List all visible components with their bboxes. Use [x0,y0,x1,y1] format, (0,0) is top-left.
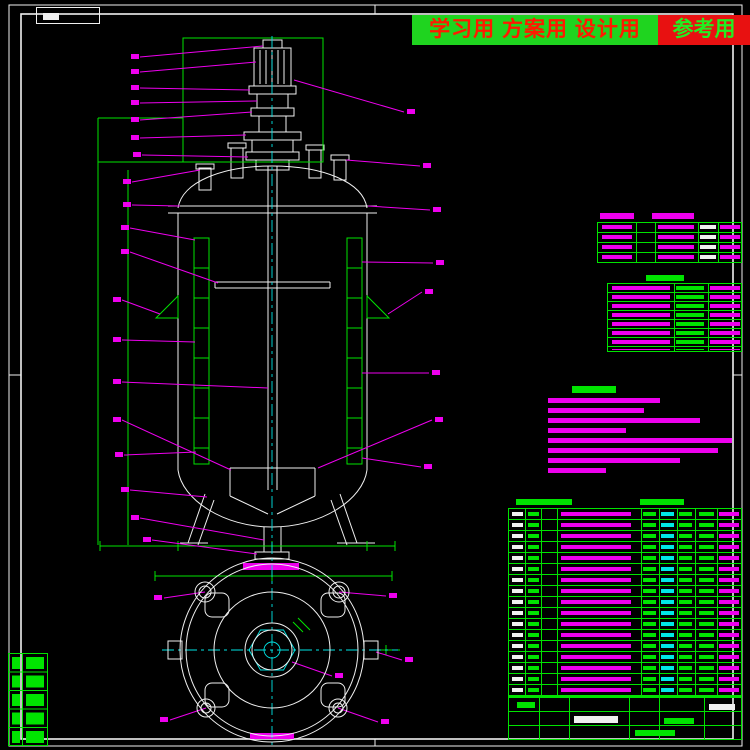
leaders-top-view [163,591,403,723]
bom-table [508,508,742,697]
spec-table [597,222,742,263]
callout-numbers [113,54,444,739]
centerlines [162,36,398,748]
support-legs [180,493,375,546]
leaders-right [293,79,434,469]
spec-table-title2 [652,213,694,219]
drawing-number-text [709,704,735,710]
nozzle-table-title [646,275,684,281]
drawing-title-text [574,716,618,723]
corner-title-text [43,13,59,20]
bom-header-text2 [640,499,684,505]
corner-title-box [36,7,100,24]
vessel-front-view [168,39,377,560]
vessel-top-view [167,557,379,743]
notes-heading [572,386,616,393]
spec-table-title [600,213,634,219]
banner-reference-text: 参考用 [658,15,750,45]
agitator-shaft [214,166,331,515]
revision-strip [8,653,48,746]
nozzle-table [607,283,742,352]
leaders-left [121,45,269,555]
dimension-lines-left [97,117,183,545]
agitator-drive-motor [243,39,302,171]
half-coil-jacket [193,237,363,465]
bom-header-text [516,499,572,505]
top-view-fitting-line [292,617,400,655]
detail-boundary [182,37,324,163]
callout-leaders [121,45,434,723]
watermark-banner: 学习用 方案用 设计用 参考用 [412,15,750,45]
vessel-shell [177,213,368,470]
hub-hexagon [248,629,296,671]
title-block [508,697,742,740]
vessel-bottom-head [177,469,368,528]
support-brackets [154,294,391,319]
banner-usage-text: 学习用 方案用 设计用 [412,15,658,45]
dimension-text-bottom [243,563,299,570]
plan-nozzles [167,581,379,718]
jacket-and-dimensions [97,37,400,655]
sheet-border [8,4,743,747]
top-nozzles [195,142,350,191]
vessel-top-head [177,165,368,209]
